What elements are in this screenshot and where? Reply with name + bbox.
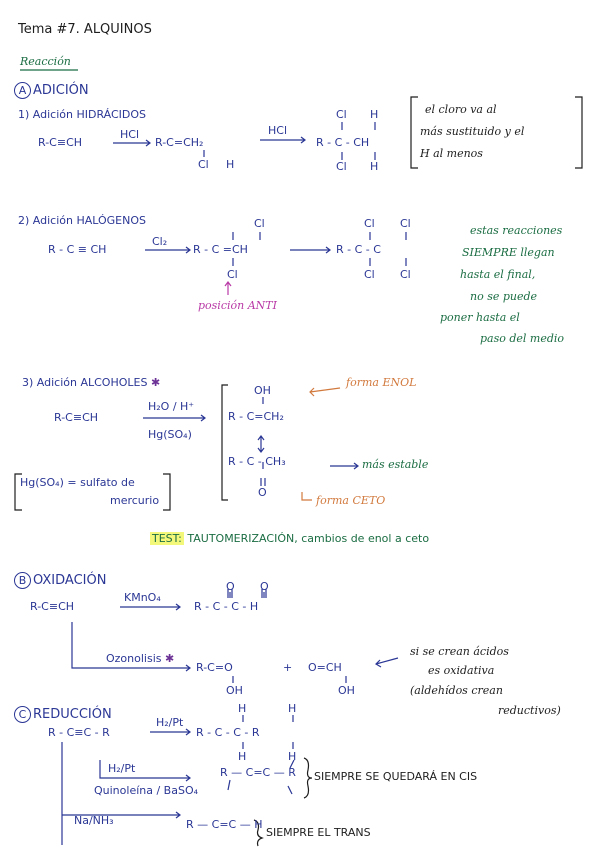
halogenos-start: R - C ≡ CH <box>48 243 107 256</box>
alcoholes-keto: R - C - CH₃ <box>228 455 286 468</box>
hidracidos-product: R - C - CH <box>316 136 370 149</box>
section-a-letter: A <box>14 82 31 99</box>
hidracidos-prod-cl-bot: Cl <box>336 160 347 173</box>
halogenos-mid-cl-top: Cl <box>254 217 265 230</box>
reduccion-reagent-2-top: H₂/Pt <box>108 762 136 775</box>
hidracidos-prod-cl-top: Cl <box>336 108 347 121</box>
reduccion-h-1: H <box>238 702 247 715</box>
reduccion-h-4: H <box>288 750 297 763</box>
star-icon-2: ✱ <box>165 652 175 665</box>
reaccion-heading: Reacción <box>20 55 71 68</box>
hg-box-line-2: mercurio <box>110 494 160 507</box>
alcoholes-enol: R - C=CH₂ <box>228 410 284 423</box>
halogenos-note-4: no se puede <box>470 290 538 303</box>
oxidacion-acid-2: O=CH <box>308 661 342 674</box>
alcoholes-keto-label: forma CETO <box>316 494 386 507</box>
reduccion-h-2: H <box>288 702 297 715</box>
halogenos-note-1: estas reacciones <box>470 224 563 237</box>
section-c-label: REDUCCIÓN <box>33 707 112 722</box>
halogenos-note-5: poner hasta el <box>440 311 520 324</box>
halogenos-prod-cl-3: Cl <box>364 268 375 281</box>
alcoholes-start: R-C≡CH <box>54 411 99 424</box>
page-title: Tema #7. ALQUINOS <box>18 22 152 37</box>
halogenos-mid-cl-bot: Cl <box>227 268 238 281</box>
oxidacion-plus: + <box>283 661 293 674</box>
ozonolisis-label: Ozonolisis ✱ <box>106 652 175 665</box>
reduccion-reagent-1: H₂/Pt <box>156 716 184 729</box>
halogenos-note-3: hasta el final, <box>460 268 536 281</box>
section-b-label: OXIDACIÓN <box>33 573 107 588</box>
reduccion-reagent-2-bottom: Quinoleína / BaSO₄ <box>94 784 199 797</box>
halogenos-prod-cl-2: Cl <box>400 217 411 230</box>
reduccion-cis-note: SIEMPRE SE QUEDARÁ EN CIS <box>314 770 478 783</box>
hidracidos-reagent-1: HCl <box>120 128 140 141</box>
hidracidos-heading: 1) Adición HIDRÁCIDOS <box>18 108 147 121</box>
oxidacion-o-2: O <box>260 580 269 593</box>
hidracidos-prod-h-top: H <box>370 108 379 121</box>
halogenos-mid: R - C =CH <box>193 243 248 256</box>
oxidacion-acid-1: R-C=O <box>196 661 233 674</box>
oxidacion-note-4: reductivos) <box>498 704 561 717</box>
reduccion-product-1: R - C - C - R <box>196 726 260 739</box>
oxidacion-reagent: KMnO₄ <box>124 591 161 604</box>
hidracidos-reagent-2: HCl <box>268 124 288 137</box>
halogenos-product: R - C - C <box>336 243 381 256</box>
oxidacion-o-1: O <box>226 580 235 593</box>
halogenos-prod-cl-1: Cl <box>364 217 375 230</box>
alcoholes-enol-label: forma ENOL <box>346 376 417 389</box>
oxidacion-oh-1: OH <box>226 684 243 697</box>
reduccion-cis: R — C=C — R <box>220 766 296 779</box>
halogenos-prod-cl-4: Cl <box>400 268 411 281</box>
hidracidos-note-1: el cloro va al <box>425 103 497 116</box>
reduccion-h-3: H <box>238 750 247 763</box>
oxidacion-product: R - C - C - H <box>194 600 259 613</box>
halogenos-anti: posición ANTI <box>198 299 277 312</box>
halogenos-heading: 2) Adición HALÓGENOS <box>18 214 146 227</box>
reduccion-trans: R — C=C — H <box>186 818 263 831</box>
star-icon: ✱ <box>150 376 161 389</box>
alcoholes-enol-oh: OH <box>254 384 271 397</box>
hidracidos-prod-h-bot: H <box>370 160 379 173</box>
reduccion-start: R - C≡C - R <box>48 726 110 739</box>
test-text: TAUTOMERIZACIÓN, cambios de enol a ceto <box>187 532 430 545</box>
alcoholes-estable: más estable <box>362 458 429 471</box>
alcoholes-heading: 3) Adición ALCOHOLES ✱ <box>22 376 161 389</box>
oxidacion-start: R-C≡CH <box>30 600 75 613</box>
hidracidos-mid: R-C=CH₂ <box>155 136 204 149</box>
reduccion-trans-note: SIEMPRE EL TRANS <box>266 826 371 839</box>
alcoholes-reagent-top: H₂O / H⁺ <box>148 400 195 413</box>
section-c-letter: C <box>14 706 31 723</box>
halogenos-note-6: paso del medio <box>480 332 565 345</box>
halogenos-note-2: SIEMPRE llegan <box>462 246 555 259</box>
oxidacion-note-1: si se crean ácidos <box>410 645 509 658</box>
hidracidos-note-3: H al menos <box>420 147 483 160</box>
test-label: TEST: <box>150 532 184 545</box>
reduccion-reagent-3: Na/NH₃ <box>74 814 114 827</box>
hidracidos-note-2: más sustituido y el <box>420 125 525 138</box>
oxidacion-note-3: (aldehídos crean <box>410 684 503 697</box>
alcoholes-keto-o: O <box>258 486 267 499</box>
oxidacion-note-2: es oxidativa <box>428 664 495 677</box>
oxidacion-oh-2: OH <box>338 684 355 697</box>
halogenos-reagent: Cl₂ <box>152 235 168 248</box>
section-a-label: ADICIÓN <box>33 83 89 98</box>
hidracidos-mid-h: H <box>226 158 235 171</box>
hidracidos-mid-cl: Cl <box>198 158 209 171</box>
alcoholes-reagent-bottom: Hg(SO₄) <box>148 428 192 441</box>
test-line: TEST: TAUTOMERIZACIÓN, cambios de enol a… <box>150 532 429 545</box>
hidracidos-start: R-C≡CH <box>38 136 83 149</box>
hg-box-line-1: Hg(SO₄) = sulfato de <box>20 476 135 489</box>
section-b-letter: B <box>14 572 31 589</box>
